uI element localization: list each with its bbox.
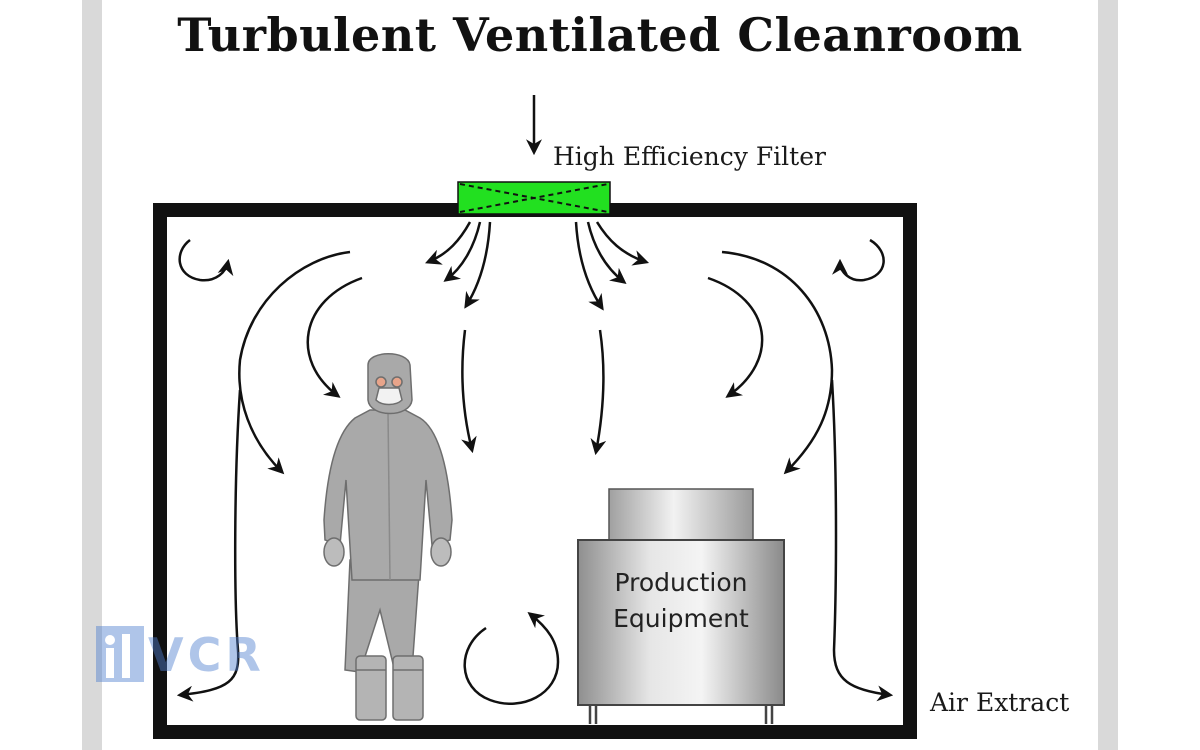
swirl-arrow-icon xyxy=(832,238,885,282)
airflow-arrow-icon xyxy=(586,221,627,284)
air-extract-label: Air Extract xyxy=(930,688,1070,717)
cleanroom-walls xyxy=(153,203,917,739)
airflow-arrow-icon xyxy=(461,329,477,454)
equipment-label: Production Equipment xyxy=(580,565,782,637)
airflow-arrow-icon xyxy=(721,250,834,475)
left-frame-bar xyxy=(82,0,102,750)
airflow-arrows-right xyxy=(574,221,894,702)
equipment-label-line2: Equipment xyxy=(613,604,749,633)
airflow-arrow-icon xyxy=(425,221,472,265)
right-frame-bar xyxy=(1098,0,1118,750)
airflow-arrow-icon xyxy=(176,389,242,702)
airflow-arrow-icon xyxy=(830,379,894,702)
filter-label: High Efficiency Filter xyxy=(553,142,826,171)
airflow-arrow-icon xyxy=(238,250,351,475)
airflow-arrow-icon xyxy=(595,221,650,266)
cleanroom-worker-icon xyxy=(323,353,453,721)
airflow-arrows-left xyxy=(176,221,492,702)
airflow-arrow-icon xyxy=(464,221,492,309)
airflow-arrow-icon xyxy=(590,329,607,456)
airflow-arrow-icon xyxy=(707,276,764,398)
diagram-title: Turbulent Ventilated Cleanroom xyxy=(177,8,1023,62)
corner-swirls xyxy=(178,238,885,705)
airflow-arrow-icon xyxy=(574,221,604,311)
vcr-logo-icon xyxy=(96,626,144,682)
swirl-arrow-icon xyxy=(463,612,560,705)
logo-text: VCR xyxy=(148,628,265,682)
production-equipment-icon xyxy=(577,488,785,724)
equipment-label-line1: Production xyxy=(614,568,748,597)
airflow-arrow-icon xyxy=(443,221,482,282)
swirl-arrow-icon xyxy=(178,239,234,282)
high-efficiency-filter-icon xyxy=(457,181,611,215)
airflow-arrow-icon xyxy=(306,276,363,398)
